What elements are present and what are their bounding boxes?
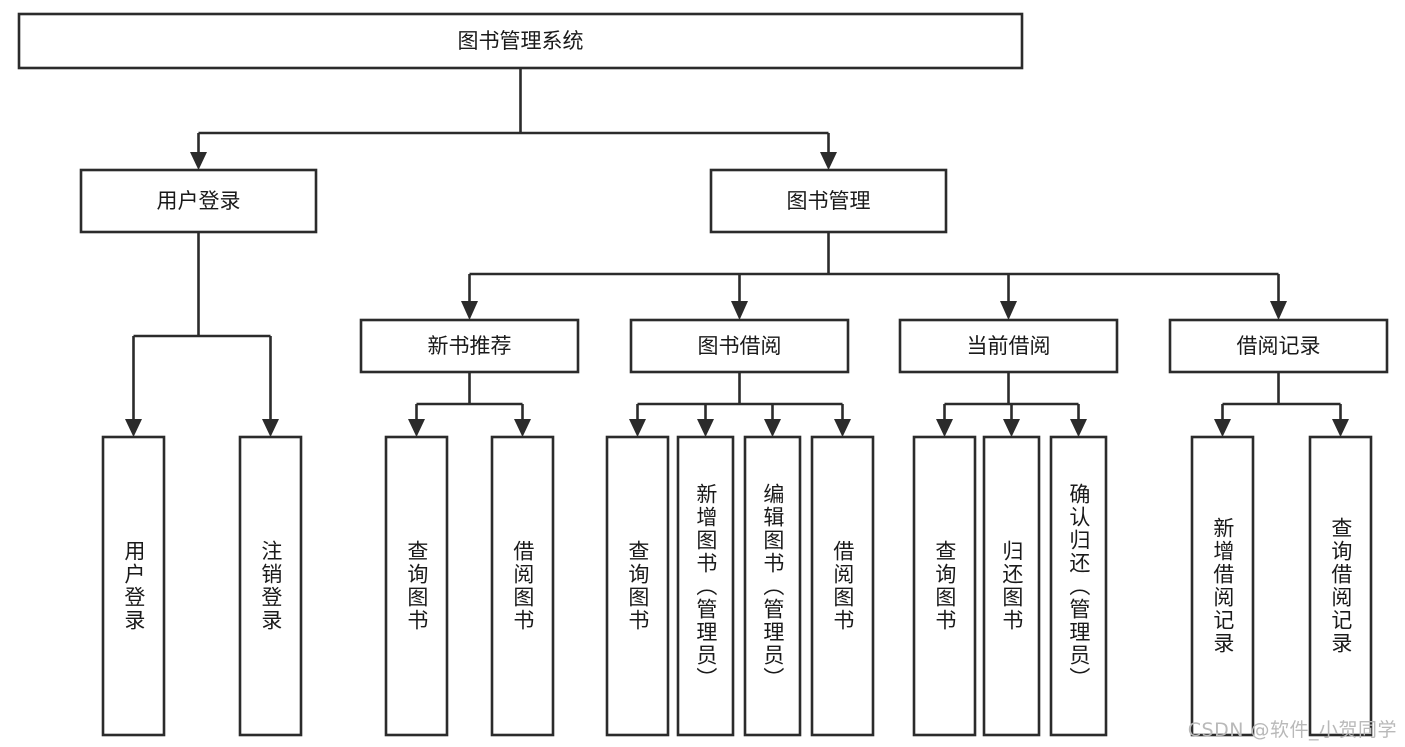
- arrow-head-leaf-edit-book: [764, 419, 781, 437]
- node-leaf-query-book-2[interactable]: [605, 435, 670, 737]
- arrow-head-leaf-borrow-book-2: [834, 419, 851, 437]
- node-current-borrow[interactable]: [898, 318, 1119, 374]
- node-leaf-confirm-return[interactable]: [1049, 435, 1108, 737]
- node-new-book-recommend-label: 新书推荐: [428, 334, 512, 358]
- node-borrow-record[interactable]: [1168, 318, 1389, 374]
- node-root-label: 图书管理系统: [458, 29, 584, 53]
- arrow-head-borrow-record: [1270, 301, 1287, 320]
- arrow-head-user-login: [190, 152, 207, 170]
- node-user-login[interactable]: [79, 168, 318, 234]
- node-book-borrow-label: 图书借阅: [698, 334, 782, 358]
- node-leaf-user-login[interactable]: [101, 435, 166, 737]
- arrow-head-current-borrow: [1000, 301, 1017, 320]
- node-leaf-add-book[interactable]: [676, 435, 735, 737]
- node-leaf-user-logout[interactable]: [238, 435, 303, 737]
- node-leaf-query-book-1[interactable]: [384, 435, 449, 737]
- arrow-head-leaf-query-book-1: [408, 419, 425, 437]
- node-borrow-record-label: 借阅记录: [1237, 334, 1321, 358]
- arrow-head-leaf-return-book: [1003, 419, 1020, 437]
- node-current-borrow-label: 当前借阅: [967, 334, 1051, 358]
- arrow-head-leaf-add-book: [697, 419, 714, 437]
- node-book-management-label: 图书管理: [787, 189, 871, 213]
- arrow-head-book-management: [820, 152, 837, 170]
- arrow-head-leaf-user-logout: [262, 419, 279, 437]
- arrow-head-book-borrow: [731, 301, 748, 320]
- node-leaf-query-record[interactable]: [1308, 435, 1373, 737]
- node-user-login-label: 用户登录: [157, 189, 241, 213]
- node-leaf-borrow-book-1[interactable]: [490, 435, 555, 737]
- arrow-head-leaf-confirm-return: [1070, 419, 1087, 437]
- arrow-head-leaf-query-book-2: [629, 419, 646, 437]
- node-leaf-query-book-3[interactable]: [912, 435, 977, 737]
- arrow-head-leaf-add-record: [1214, 419, 1231, 437]
- node-book-borrow[interactable]: [629, 318, 850, 374]
- node-new-book-recommend[interactable]: [359, 318, 580, 374]
- node-root[interactable]: [17, 12, 1024, 70]
- node-book-management[interactable]: [709, 168, 948, 234]
- node-leaf-return-book[interactable]: [982, 435, 1041, 737]
- arrow-head-leaf-query-record: [1332, 419, 1349, 437]
- arrow-head-leaf-query-book-3: [936, 419, 953, 437]
- node-leaf-borrow-book-2[interactable]: [810, 435, 875, 737]
- watermark-text: CSDN @软件_小贺同学: [1187, 719, 1397, 741]
- node-leaf-add-record[interactable]: [1190, 435, 1255, 737]
- arrow-head-leaf-borrow-book-1: [514, 419, 531, 437]
- arrow-head-new-book-recommend: [461, 301, 478, 320]
- arrow-head-leaf-user-login: [125, 419, 142, 437]
- node-leaf-edit-book[interactable]: [743, 435, 802, 737]
